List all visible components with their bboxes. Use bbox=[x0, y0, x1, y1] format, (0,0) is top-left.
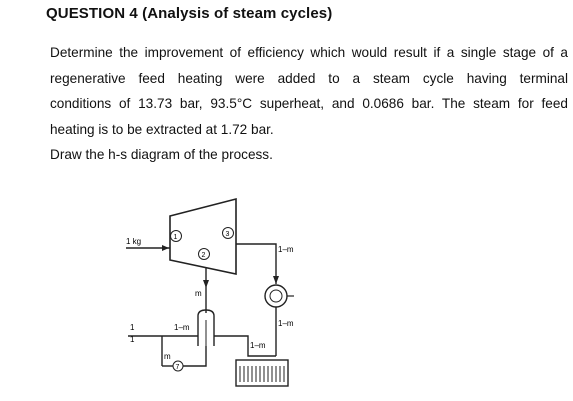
pump-top-mark: 1 bbox=[130, 335, 135, 344]
question-line-2: regenerative feed heating were added to … bbox=[50, 70, 568, 86]
pump-line-label: 1–m bbox=[174, 323, 190, 332]
question-line-3: conditions of 13.73 bar, 93.5°C superhea… bbox=[50, 96, 568, 111]
turbine-shape bbox=[169, 197, 237, 275]
condenser-coil-icon bbox=[269, 289, 283, 303]
state-1-circle bbox=[170, 230, 182, 242]
question-body: Determine the improvement of efficiency … bbox=[50, 40, 568, 168]
drain-mass-label: m bbox=[164, 352, 171, 361]
question-line-1: Determine the improvement of efficiency … bbox=[50, 45, 568, 60]
heater-out-mark: 1 bbox=[130, 323, 135, 332]
exhaust-arrow bbox=[273, 276, 279, 284]
drain-line bbox=[182, 346, 207, 367]
state-1-label: 1 bbox=[174, 234, 178, 241]
question-line-4: heating is to be extracted at 1.72 bar. bbox=[50, 121, 274, 137]
state-2-circle bbox=[198, 248, 210, 260]
bleed-arrow bbox=[203, 280, 209, 288]
regenerative-cycle-diagram: 1 kg 1 2 3 1–m 1–m m bbox=[118, 196, 318, 396]
inlet-mass-label: 1 kg bbox=[126, 237, 141, 246]
state-7-circle bbox=[172, 360, 184, 372]
hotwell-tank bbox=[235, 359, 289, 387]
condensate-label: 1–m bbox=[250, 341, 266, 350]
turbine-exit-label: 1–m bbox=[278, 245, 294, 254]
inlet-arrow bbox=[162, 245, 169, 251]
heater-shape bbox=[197, 309, 215, 346]
state-7-label: 7 bbox=[176, 364, 180, 371]
question-title: QUESTION 4 (Analysis of steam cycles) bbox=[46, 5, 333, 22]
state-2-label: 2 bbox=[202, 252, 206, 259]
state-3-label: 3 bbox=[226, 231, 230, 238]
question-line-5: Draw the h-s diagram of the process. bbox=[50, 147, 273, 162]
bleed-mass-label: m bbox=[195, 289, 202, 298]
condenser-circle bbox=[264, 284, 288, 308]
condensate-return-line bbox=[214, 335, 276, 357]
exhaust-line bbox=[236, 243, 277, 284]
condenser-out-label: 1–m bbox=[278, 319, 294, 328]
hotwell-fill bbox=[239, 366, 285, 382]
state-3-circle bbox=[222, 227, 234, 239]
